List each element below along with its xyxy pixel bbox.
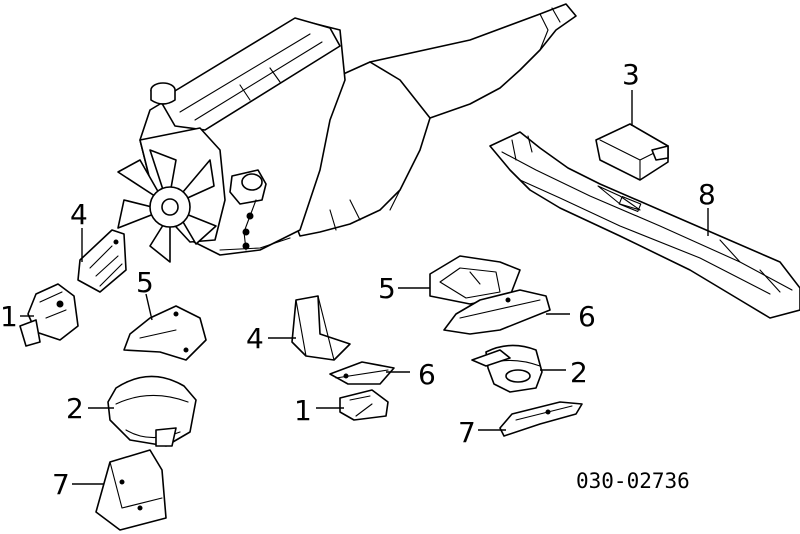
part-4-bracket-left: [77, 229, 127, 293]
part-8-crossmember: [489, 131, 800, 319]
part-2-mount-left: [107, 375, 197, 447]
part-5-plate-left: [123, 305, 207, 361]
part-1-mount-center: [339, 389, 389, 421]
callout-1-center: 1: [294, 394, 312, 427]
callout-7-left: 7: [52, 468, 70, 501]
part-6-bracket-right: [443, 289, 551, 335]
callout-2-left: 2: [66, 392, 84, 425]
callout-6-right: 6: [578, 300, 596, 333]
callout-5-left: 5: [136, 266, 154, 299]
callout-7-right: 7: [458, 416, 476, 449]
callout-6-center: 6: [418, 358, 436, 391]
part-7-bracket-right: [499, 401, 583, 437]
callout-leaders: [20, 90, 709, 485]
callout-4-center: 4: [246, 322, 264, 355]
engine-transmission-assembly: [117, 3, 577, 263]
figure-code: 030-02736: [576, 469, 690, 493]
callout-3: 3: [622, 58, 640, 91]
callout-labels: 4 1 5 2 7 4 6 1 5 6 2 7 3 8: [0, 58, 716, 501]
cooling-fan: [117, 149, 217, 263]
part-4-bracket-center: [291, 295, 351, 361]
callout-2-right: 2: [570, 356, 588, 389]
part-3-module: [595, 123, 669, 181]
part-2-mount-right: [471, 344, 543, 393]
callout-4-left: 4: [70, 198, 88, 231]
callout-5-right: 5: [378, 272, 396, 305]
part-6-bracket-center: [329, 361, 395, 385]
part-5-plate-right: [429, 255, 521, 305]
callout-8: 8: [698, 178, 716, 211]
part-7-bracket-left: [95, 449, 167, 531]
part-1-mount-left: [19, 283, 79, 347]
callout-1-left: 1: [0, 300, 18, 333]
